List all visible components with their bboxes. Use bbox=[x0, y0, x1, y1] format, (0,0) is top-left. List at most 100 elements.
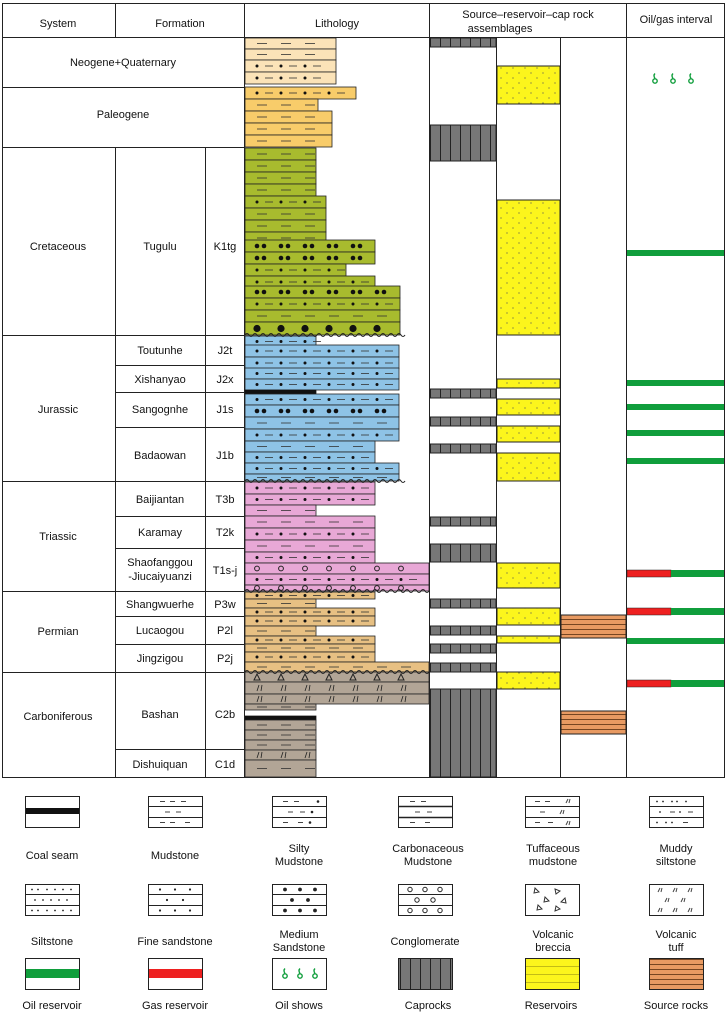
system-cretaceous: Cretaceous bbox=[30, 241, 87, 253]
reservoir-block bbox=[496, 562, 561, 589]
legend-oil-shows: Oil shows bbox=[275, 1000, 323, 1012]
fine-sandstone-symbol bbox=[148, 884, 203, 916]
muddy-siltstone-symbol bbox=[649, 796, 704, 828]
lithology-bed bbox=[244, 473, 400, 482]
gas-reservoir-symbol bbox=[148, 958, 203, 990]
lithology-bed bbox=[244, 527, 376, 541]
lithology-bed bbox=[244, 86, 357, 100]
formation-jingzigou: Jingzigou bbox=[137, 653, 183, 665]
lithology-bed bbox=[244, 367, 400, 380]
legend-volcanic-breccia: Volcanic bbox=[533, 929, 574, 941]
lithology-bed bbox=[244, 134, 333, 148]
lithology-bed bbox=[244, 285, 401, 299]
lithology-bed bbox=[244, 504, 317, 517]
coal-seam-symbol bbox=[25, 796, 80, 828]
system-jurassic: Jurassic bbox=[38, 404, 79, 416]
legend-source-rocks: Source rocks bbox=[644, 1000, 709, 1012]
code-tugulu: K1tg bbox=[214, 241, 237, 253]
lithology-bed bbox=[244, 493, 376, 506]
legend-fine-sandstone: Fine sandstone bbox=[137, 936, 212, 948]
lithology-bed bbox=[244, 551, 376, 564]
formation-lucaogou: Lucaogou bbox=[136, 625, 184, 637]
lithology-bed bbox=[244, 573, 430, 586]
header-assemblages-2: assemblages bbox=[468, 23, 533, 35]
lithology-bed bbox=[244, 122, 333, 136]
reservoir-block bbox=[496, 452, 561, 482]
lithology-bed bbox=[244, 171, 317, 185]
lithology-bed bbox=[244, 309, 401, 323]
oil-shows-symbol bbox=[272, 958, 327, 990]
legend-conglomerate: Conglomerate bbox=[390, 936, 459, 948]
mudstone-symbol bbox=[148, 796, 203, 828]
unconformity-line bbox=[244, 478, 406, 484]
code-shangwuerhe: P3w bbox=[214, 599, 235, 611]
formation-bashan: Bashan bbox=[141, 709, 178, 721]
reservoir-block bbox=[496, 378, 561, 389]
silty-mudstone-symbol bbox=[272, 796, 327, 828]
reservoir-block bbox=[496, 199, 561, 336]
gas-reservoir-bar bbox=[626, 569, 672, 578]
system-permian: Permian bbox=[38, 626, 79, 638]
lithology-bed bbox=[244, 515, 376, 529]
lithology-bed bbox=[244, 207, 327, 221]
reservoir-block bbox=[496, 425, 561, 443]
system-paleogene: Paleogene bbox=[97, 109, 150, 121]
source-rock-block bbox=[560, 614, 627, 639]
lithology-bed bbox=[244, 671, 430, 683]
oil-reservoir-bar bbox=[671, 608, 724, 615]
formation-toutunhe: Toutunhe bbox=[137, 345, 182, 357]
legend-silty-mudstone-2: Mudstone bbox=[275, 856, 323, 868]
code-karamay: T2k bbox=[216, 527, 235, 539]
formation-sangognhe: Sangognhe bbox=[132, 404, 188, 416]
oil-reservoir-bar bbox=[627, 638, 724, 644]
unconformity-line bbox=[244, 332, 406, 338]
oil-reservoir-bar bbox=[671, 680, 724, 687]
lithology-bed bbox=[244, 719, 317, 731]
header-lithology: Lithology bbox=[315, 18, 360, 30]
volcanic-tuff-symbol bbox=[649, 884, 704, 916]
lithology-bed bbox=[244, 729, 317, 741]
caprock-block bbox=[429, 416, 497, 427]
lithology-bed bbox=[244, 562, 430, 575]
lithology-bed bbox=[244, 378, 400, 391]
legend-medium-sandstone: Medium bbox=[279, 929, 318, 941]
caprock-block bbox=[429, 443, 497, 454]
lithology-bed bbox=[244, 110, 333, 124]
source-rock-block bbox=[560, 710, 627, 735]
reservoir-block bbox=[496, 607, 561, 626]
legend-coal-seam: Coal seam bbox=[26, 850, 79, 862]
lithology-bed bbox=[244, 703, 317, 711]
lithology-bed bbox=[244, 607, 376, 617]
lithology-bed bbox=[244, 98, 319, 112]
lithology-bed bbox=[244, 183, 317, 197]
lithology-bed bbox=[244, 739, 317, 751]
oil-reservoir-bar bbox=[627, 458, 724, 464]
carbonaceous-mudstone-symbol bbox=[398, 796, 453, 828]
lithology-bed bbox=[244, 219, 327, 233]
system-carboniferous: Carboniferous bbox=[23, 711, 93, 723]
conglomerate-symbol bbox=[398, 884, 453, 916]
formation-column: Tugulu Toutunhe Xishanyao Sangognhe Bada… bbox=[126, 241, 194, 771]
legend-medium-sandstone-2: Sandstone bbox=[273, 942, 326, 954]
formation-shaofanggou: Shaofanggou bbox=[127, 557, 192, 569]
header-formation: Formation bbox=[155, 18, 205, 30]
reservoir-block bbox=[496, 65, 561, 105]
lithology-bed bbox=[244, 389, 317, 395]
system-triassic: Triassic bbox=[39, 531, 77, 543]
lithology-bed bbox=[244, 643, 376, 653]
code-baijiantan: T3b bbox=[216, 494, 235, 506]
oil-reservoir-bar bbox=[627, 430, 724, 436]
lithology-bed bbox=[244, 481, 376, 495]
oil-shows-icon bbox=[652, 73, 694, 84]
caprock-block bbox=[429, 643, 497, 654]
caprock-block bbox=[429, 37, 497, 48]
gas-reservoir-bar bbox=[626, 607, 672, 616]
siltstone-symbol bbox=[25, 884, 80, 916]
formation-code-column: K1tg J2t J2x J1s J1b T3b T2k T1s-j P3w P… bbox=[213, 241, 237, 771]
reservoir-block bbox=[496, 635, 561, 644]
lithology-bed bbox=[244, 749, 317, 761]
reservoir-block bbox=[496, 671, 561, 690]
lithology-bed bbox=[244, 239, 376, 253]
lithology-bed bbox=[244, 263, 347, 277]
oil-reservoir-bar bbox=[627, 404, 724, 410]
